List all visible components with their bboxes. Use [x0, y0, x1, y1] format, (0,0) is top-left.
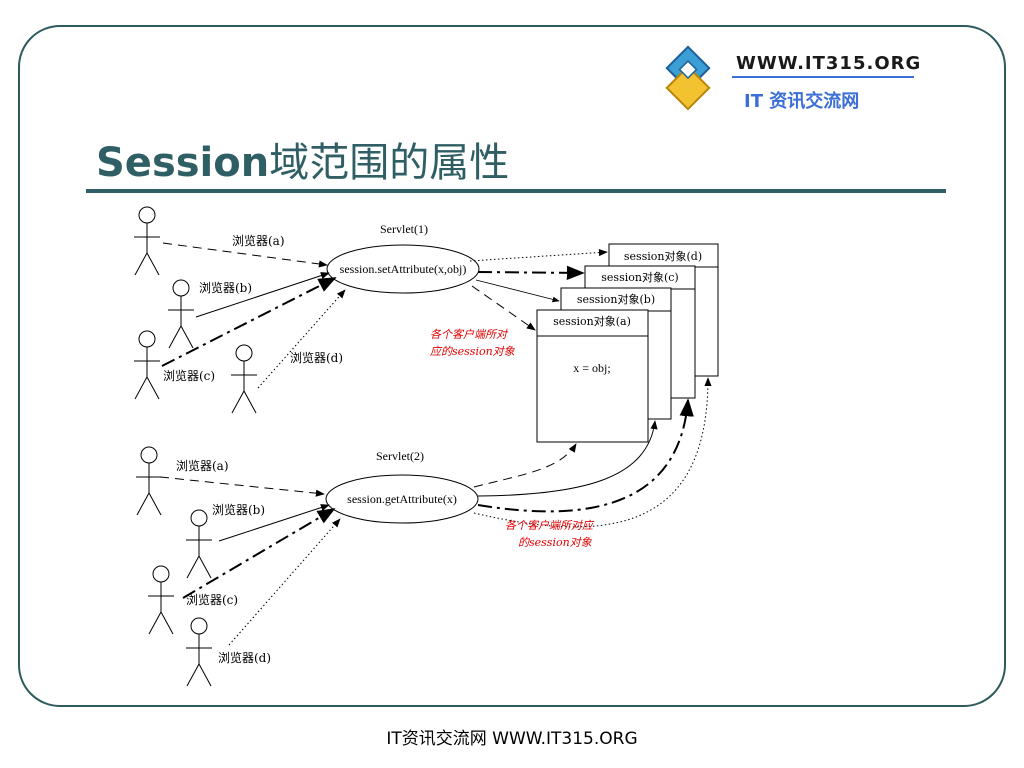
title-divider [86, 189, 946, 193]
actor-icon-bottom-c [148, 565, 174, 635]
note-top-line1: 各个客户端所对 [430, 328, 509, 341]
session-object-content: x = obj; [573, 361, 610, 375]
edge-get-c [477, 398, 694, 513]
edge-bottom-a [159, 476, 325, 497]
actor-icon-bottom-a [136, 446, 162, 516]
session-object-b-label: session对象(b) [577, 292, 655, 306]
slide-title: Session域范围的属性 [96, 130, 509, 188]
edge-set-a [471, 285, 536, 331]
edge-get-b [477, 420, 658, 497]
servlet2-node [325, 474, 479, 524]
actor-icon-top-b [168, 279, 194, 349]
browser-label-top-a: 浏览器(a) [232, 233, 285, 248]
edge-bottom-c [182, 508, 336, 599]
servlet1-label: Servlet(1) [380, 222, 428, 236]
actor-icon-bottom-d [186, 617, 212, 687]
browser-label-bottom-b: 浏览器(b) [212, 502, 265, 517]
servlet1-call: session.setAttribute(x,obj) [340, 262, 467, 276]
slide-footer: IT资讯交流网 WWW.IT315.ORG [386, 729, 638, 749]
edge-top-c [161, 277, 337, 367]
edge-top-a [162, 242, 328, 268]
note-top-line2: 应的session对象 [430, 345, 516, 358]
edge-set-d [469, 248, 608, 262]
session-object-a-label: session对象(a) [553, 314, 631, 328]
edge-top-b [195, 272, 330, 318]
note-bottom-line1: 各个客户端所对应 [505, 519, 595, 532]
actor-icon-top-d [231, 344, 257, 414]
session-object-a: session对象(a) x = obj; [536, 309, 649, 443]
actor-icon-top-c [134, 330, 160, 400]
session-object-d-label: session对象(d) [624, 249, 702, 263]
browser-label-bottom-c: 浏览器(c) [186, 592, 238, 607]
note-bottom-line2: 的session对象 [518, 536, 593, 549]
actor-icon-top-a [134, 206, 160, 276]
logo-subtitle: IT 资讯交流网 [744, 91, 860, 112]
servlet2-label: Servlet(2) [376, 449, 424, 463]
browser-label-top-c: 浏览器(c) [163, 368, 215, 383]
edge-top-d [257, 289, 346, 389]
slide-frame [18, 25, 1006, 707]
browser-label-top-b: 浏览器(b) [199, 280, 252, 295]
edge-get-d [473, 377, 712, 528]
edge-get-a [473, 443, 577, 488]
servlet2-call: session.getAttribute(x) [347, 492, 457, 506]
edge-set-c [477, 265, 585, 281]
browser-label-bottom-d: 浏览器(d) [218, 650, 271, 665]
actor-icon-bottom-b [186, 509, 212, 579]
servlet1-node [326, 244, 480, 294]
slide-title-cjk: 域范围的属性 [269, 140, 510, 186]
browser-label-bottom-a: 浏览器(a) [176, 458, 229, 473]
logo-text: WWW.IT315.ORG [736, 53, 922, 74]
browser-label-top-d: 浏览器(d) [290, 350, 343, 365]
edge-set-b [475, 279, 560, 303]
edge-bottom-b [218, 504, 330, 542]
it315-logo-icon [665, 45, 914, 111]
session-object-c-label: session对象(c) [601, 270, 678, 284]
slide-title-latin: Session [96, 140, 270, 186]
